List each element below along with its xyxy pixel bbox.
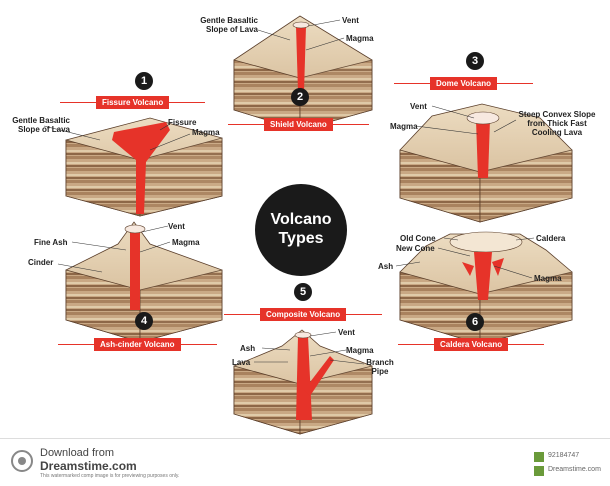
footer-site-text: Dreamstime.com (40, 459, 137, 473)
shield-volcano-tag: Shield Volcano (228, 118, 369, 131)
fissure-magma-label: Magma (192, 128, 220, 137)
shield-vent-label: Vent (342, 16, 359, 25)
watermark-footer (0, 438, 610, 486)
caldera-volcano-tag: Caldera Volcano (397, 338, 545, 351)
center-title-line1: Volcano (270, 211, 332, 228)
ashcinder-vent-label: Vent (168, 222, 185, 231)
composite-branch-pipe-label: Branch Pipe (366, 358, 394, 376)
ashcinder-volcano-tag: Ash-cinder Volcano (58, 338, 216, 351)
fissure-slope-label: Gentle Basaltic Slope of Lava (12, 116, 70, 134)
caldera-number-badge: 6 (466, 313, 484, 331)
footer-id-text: 92184747 (548, 452, 580, 459)
dreamstime-logo-icon (11, 450, 33, 472)
composite-number-badge: 5 (294, 283, 312, 301)
composite-magma-label: Magma (346, 346, 374, 355)
caldera-volcano-art (399, 231, 573, 345)
fissure-fissure-label: Fissure (168, 118, 197, 127)
ashcinder-fine-ash-label: Fine Ash (34, 238, 68, 247)
credit-badge-icon (534, 466, 544, 476)
fissure-number-badge: 1 (135, 72, 153, 90)
caldera-caldera-label: Caldera (536, 234, 566, 243)
shield-number-badge: 2 (291, 88, 309, 106)
dome-magma-label: Magma (390, 122, 418, 131)
leader-lines (43, 19, 535, 365)
dome-number-badge: 3 (466, 52, 484, 70)
fissure-volcano-art (65, 117, 223, 217)
caldera-new-cone-label: New Cone (396, 244, 435, 253)
dome-vent-label: Vent (410, 102, 427, 111)
shield-volcano-art (233, 15, 373, 131)
fissure-volcano-tag: Fissure Volcano (59, 96, 206, 109)
volcano-diagram (43, 15, 573, 435)
center-title-circle: Volcano Types (255, 184, 347, 276)
id-badge-icon (534, 452, 544, 462)
footer-credit-text: Dreamstime.com (548, 466, 601, 473)
composite-lava-label: Lava (232, 358, 251, 367)
ashcinder-magma-label: Magma (172, 238, 200, 247)
ashcinder-cinder-label: Cinder (28, 258, 54, 267)
composite-volcano-art (233, 329, 373, 435)
shield-magma-label: Magma (346, 34, 374, 43)
caldera-old-cone-label: Old Cone (400, 234, 436, 243)
dome-slope-label: Steep Convex Slope from Thick Fast Cooli… (518, 110, 596, 137)
ashcinder-number-badge: 4 (135, 312, 153, 330)
footer-download-text: Download from (40, 447, 114, 459)
center-title-line2: Types (278, 230, 324, 247)
dome-volcano-tag: Dome Volcano (394, 77, 533, 90)
footer-notice-text: This watermarked comp image is for previ… (40, 473, 180, 479)
composite-ash-label: Ash (240, 344, 256, 353)
caldera-magma-label: Magma (534, 274, 562, 283)
shield-slope-label: Gentle Basaltic Slope of Lava (200, 16, 258, 34)
dome-volcano-art (399, 103, 573, 223)
caldera-ash-label: Ash (378, 262, 394, 271)
composite-volcano-tag: Composite Volcano (223, 308, 383, 321)
composite-vent-label: Vent (338, 328, 355, 337)
